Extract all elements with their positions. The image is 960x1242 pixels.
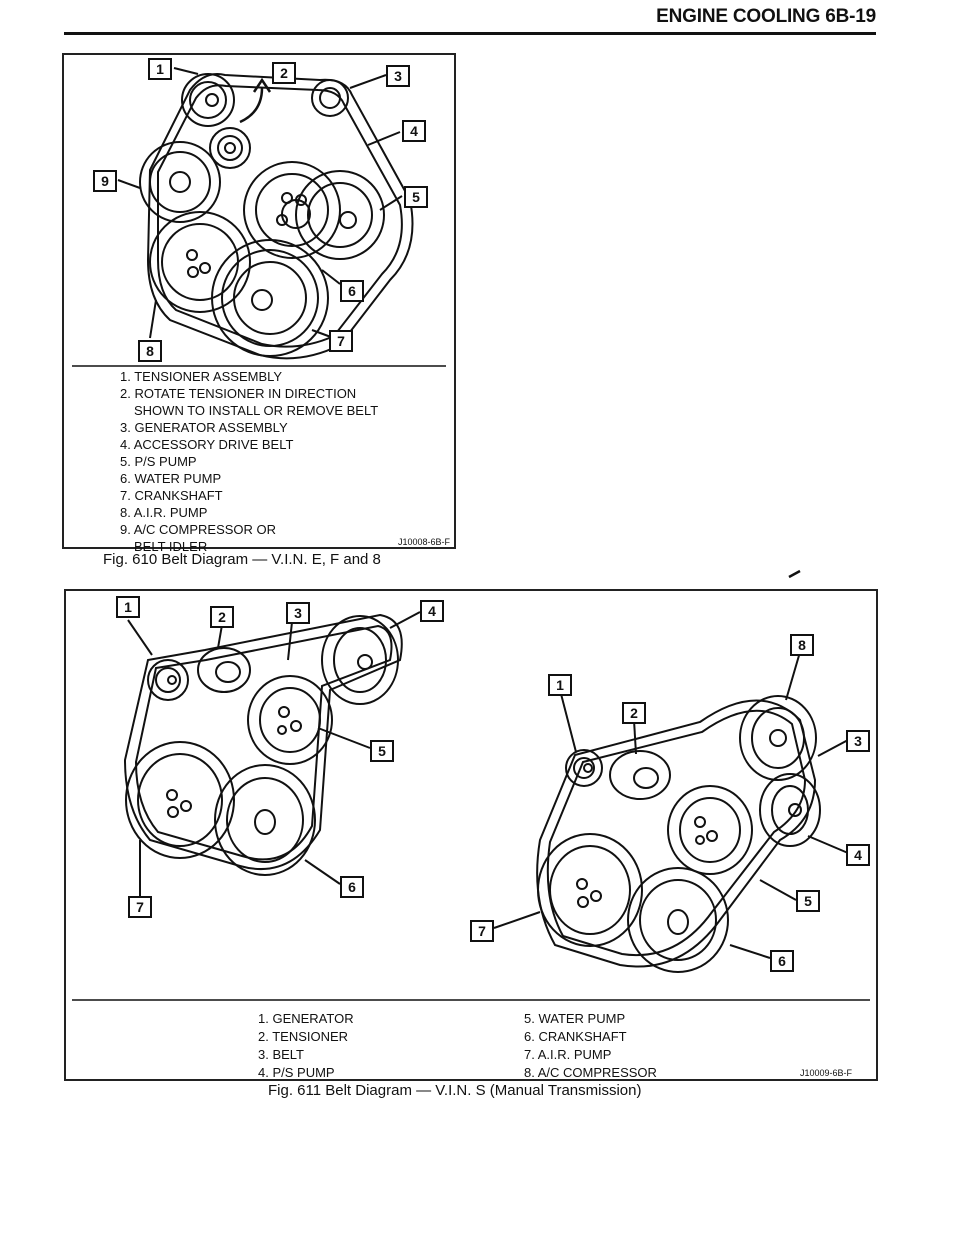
legend-item: 2. ROTATE TENSIONER IN DIRECTION xyxy=(120,386,357,401)
fig611-legend-col2: 5. WATER PUMP 6. CRANKSHAFT 7. A.I.R. PU… xyxy=(524,1010,657,1082)
fig611-right-callout-2: 2 xyxy=(622,702,646,724)
legend-item: 7. CRANKSHAFT xyxy=(120,488,223,503)
legend-item: 8. A.I.R. PUMP xyxy=(120,505,208,520)
fig611-left-callout-6: 6 xyxy=(340,876,364,898)
fig610-callout-7: 7 xyxy=(329,330,353,352)
legend-item: 7. A.I.R. PUMP xyxy=(524,1047,612,1062)
fig611-right-callout-4: 4 xyxy=(846,844,870,866)
legend-item: 4. ACCESSORY DRIVE BELT xyxy=(120,437,294,452)
fig610-callout-4: 4 xyxy=(402,120,426,142)
fig611-right-callout-3: 3 xyxy=(846,730,870,752)
legend-item: 1. GENERATOR xyxy=(258,1011,354,1026)
fig610-callout-5: 5 xyxy=(404,186,428,208)
fig610-caption: Fig. 610 Belt Diagram — V.I.N. E, F and … xyxy=(103,551,381,568)
fig611-legend-col1: 1. GENERATOR 2. TENSIONER 3. BELT 4. P/S… xyxy=(258,1010,354,1082)
legend-item: 1. TENSIONER ASSEMBLY xyxy=(120,369,283,384)
page-header-title: ENGINE COOLING 6B-19 xyxy=(656,6,876,27)
fig611-left-callout-5: 5 xyxy=(370,740,394,762)
fig611-right-callout-8: 8 xyxy=(790,634,814,656)
fig611-right-callout-7: 7 xyxy=(470,920,494,942)
legend-item: 3. BELT xyxy=(258,1047,305,1062)
figure-611-frame xyxy=(64,589,878,1081)
fig611-left-callout-1: 1 xyxy=(116,596,140,618)
legend-item: 6. CRANKSHAFT xyxy=(524,1029,627,1044)
fig610-legend: 1. TENSIONER ASSEMBLY 2. ROTATE TENSIONE… xyxy=(68,368,454,555)
legend-item: 5. P/S PUMP xyxy=(120,454,197,469)
legend-item-text: BELT IDLER xyxy=(134,539,208,554)
fig611-right-callout-5: 5 xyxy=(796,890,820,912)
legend-item: 5. WATER PUMP xyxy=(524,1011,626,1026)
fig610-callout-6: 6 xyxy=(340,280,364,302)
legend-item: 8. A/C COMPRESSOR xyxy=(524,1065,657,1080)
legend-item-continuation: BELT IDLER J10008-6B-F xyxy=(68,537,454,555)
legend-item: 6. WATER PUMP xyxy=(120,471,222,486)
fig611-caption: Fig. 611 Belt Diagram — V.I.N. S (Manual… xyxy=(268,1082,642,1099)
legend-item: 3. GENERATOR ASSEMBLY xyxy=(120,420,288,435)
fig610-callout-8: 8 xyxy=(138,340,162,362)
fig611-left-callout-3: 3 xyxy=(286,602,310,624)
legend-item: 9. A/C COMPRESSOR OR xyxy=(120,522,277,537)
fig611-right-callout-1: 1 xyxy=(548,674,572,696)
fig611-right-callout-6: 6 xyxy=(770,950,794,972)
fig610-callout-9: 9 xyxy=(93,170,117,192)
fig611-left-callout-7: 7 xyxy=(128,896,152,918)
figure-code: J10008-6B-F xyxy=(397,537,450,547)
fig610-callout-2: 2 xyxy=(272,62,296,84)
figure-code: J10009-6B-F xyxy=(800,1068,853,1078)
header-rule xyxy=(64,32,876,35)
legend-item-continuation: SHOWN TO INSTALL OR REMOVE BELT xyxy=(134,403,379,418)
legend-item: 2. TENSIONER xyxy=(258,1029,349,1044)
fig611-left-callout-2: 2 xyxy=(210,606,234,628)
fig611-left-callout-4: 4 xyxy=(420,600,444,622)
fig610-callout-3: 3 xyxy=(386,65,410,87)
legend-item: 4. P/S PUMP xyxy=(258,1065,335,1080)
fig610-callout-1: 1 xyxy=(148,58,172,80)
